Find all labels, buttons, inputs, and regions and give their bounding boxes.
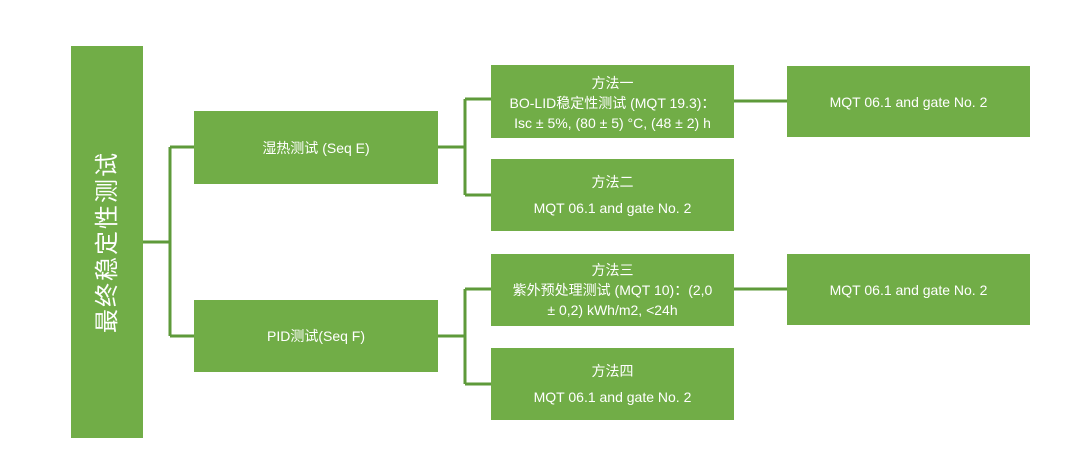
test-label-seq-e: 湿热测试 (Seq E) <box>262 139 370 156</box>
method-text-4-line1: MQT 06.1 and gate No. 2 <box>533 389 692 405</box>
method-title-1: 方法一 <box>591 74 634 91</box>
method-title-2: 方法二 <box>591 174 634 190</box>
method-text-1-line2: Isc ± 5%, (80 ± 5) °C, (48 ± 2) h <box>514 114 711 131</box>
result-text-1: MQT 06.1 and gate No. 2 <box>829 93 988 110</box>
result-node-1: MQT 06.1 and gate No. 2 <box>787 66 1030 137</box>
test-label-seq-f: PID测试(Seq F) <box>266 328 365 344</box>
method-node-4: 方法四 MQT 06.1 and gate No. 2 <box>491 348 734 420</box>
test-node-seq-e: 湿热测试 (Seq E) <box>194 111 438 184</box>
method-node-1: 方法一 BO-LID稳定性测试 (MQT 19.3)： Isc ± 5%, (8… <box>491 65 734 138</box>
root-node: 最终稳定性测试 <box>71 46 143 438</box>
method-title-4: 方法四 <box>591 363 634 379</box>
result-node-3: MQT 06.1 and gate No. 2 <box>787 254 1030 325</box>
method-text-1-line1: BO-LID稳定性测试 (MQT 19.3)： <box>509 94 716 111</box>
method-text-3-line2: ± 0,2) kWh/m2, <24h <box>547 302 678 318</box>
method-text-3-line1: 紫外预处理测试 (MQT 10)：(2,0 <box>512 282 713 298</box>
method-title-3: 方法三 <box>591 262 634 278</box>
result-text-3: MQT 06.1 and gate No. 2 <box>829 281 988 298</box>
test-node-seq-f: PID测试(Seq F) <box>194 300 438 372</box>
method-node-3: 方法三 紫外预处理测试 (MQT 10)：(2,0 ± 0,2) kWh/m2,… <box>491 254 734 326</box>
method-text-2-line1: MQT 06.1 and gate No. 2 <box>533 200 692 216</box>
method-node-2: 方法二 MQT 06.1 and gate No. 2 <box>491 159 734 231</box>
root-label: 最终稳定性测试 <box>93 151 121 333</box>
